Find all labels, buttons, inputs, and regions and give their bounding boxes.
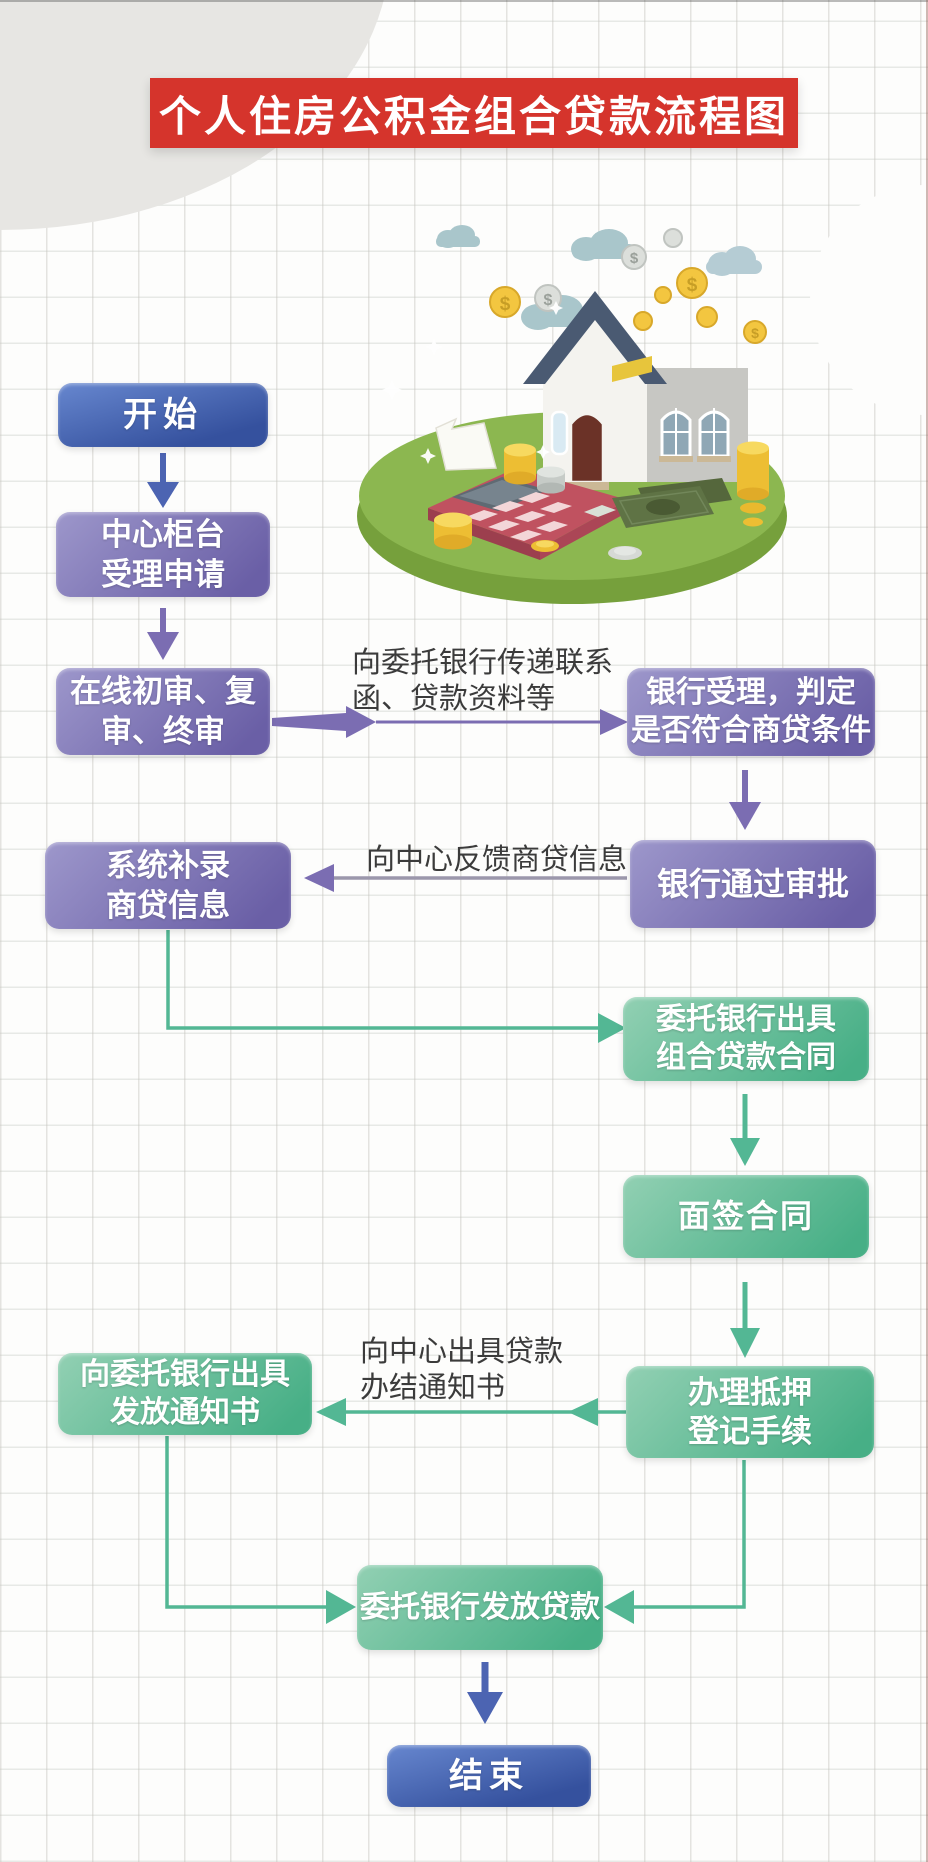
node-bank-approve: 银行通过审批 — [630, 840, 876, 928]
node-contract-issue: 委托银行出具 组合贷款合同 — [623, 997, 869, 1081]
node-start: 开始 — [58, 383, 268, 447]
edge-label-completion-notice: 向中心出具贷款 办结通知书 — [360, 1336, 564, 1405]
edge-label-to-bank: 向委托银行传递联系 函、贷款资料等 — [352, 647, 614, 716]
node-mortgage: 办理抵押 登记手续 — [626, 1366, 874, 1458]
edge-label-feedback: 向中心反馈商贷信息 — [366, 844, 628, 876]
node-system-record: 系统补录 商贷信息 — [45, 842, 291, 929]
photo-edge-top — [0, 0, 928, 2]
page-title: 个人住房公积金组合贷款流程图 — [150, 78, 798, 148]
node-counter-accept: 中心柜台 受理申请 — [56, 512, 270, 597]
node-end: 结束 — [387, 1745, 591, 1807]
node-online-review: 在线初审、复 审、终审 — [56, 668, 270, 755]
node-bank-accept: 银行受理，判定 是否符合商贷条件 — [627, 668, 875, 756]
node-notice-issue: 向委托银行出具 发放通知书 — [58, 1353, 312, 1435]
photo-edge-right — [926, 0, 928, 1862]
node-grant-loan: 委托银行发放贷款 — [357, 1565, 603, 1650]
node-sign-contract: 面签合同 — [623, 1175, 869, 1258]
